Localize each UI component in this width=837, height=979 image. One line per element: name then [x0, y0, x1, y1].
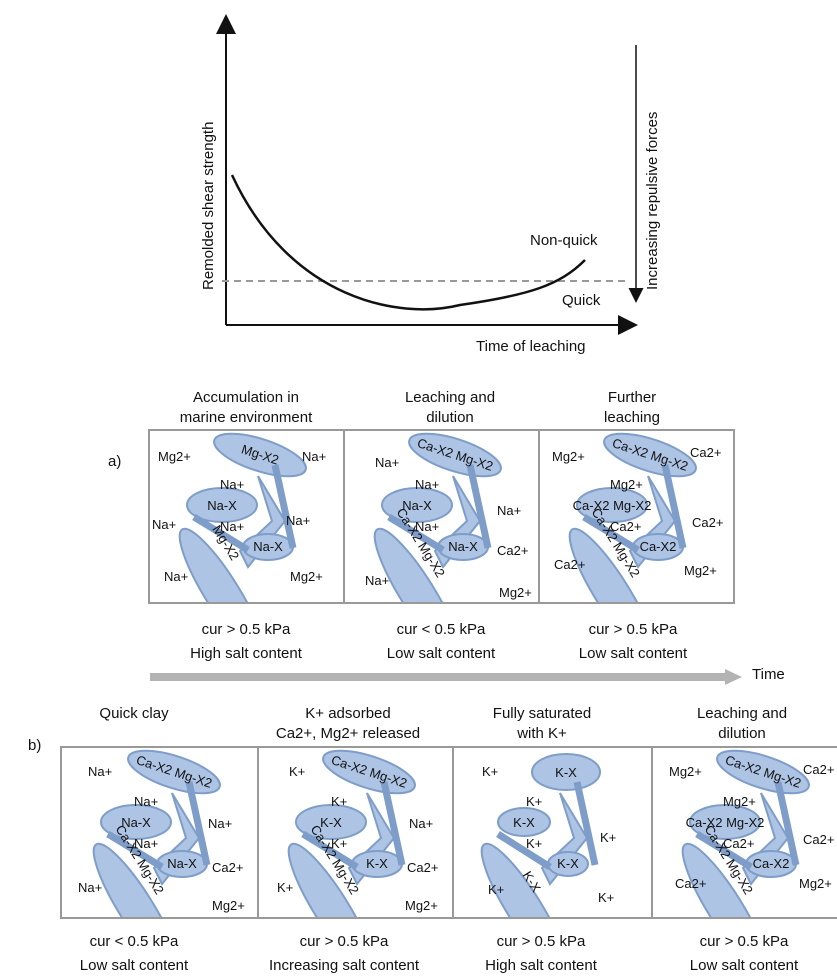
x-axis-label: Time of leaching: [476, 338, 586, 355]
ion-label: K+: [277, 880, 293, 895]
panel-b1: Ca-X2 Mg-X2 Na-X Na-X Ca-X2 Mg-X2 Na+ Na…: [60, 746, 259, 974]
ion-label: K+: [598, 890, 614, 905]
ellipse-right-label: Na-X: [253, 539, 283, 554]
ellipse-right-label: Na-X: [448, 539, 478, 554]
ion-label: Mg2+: [499, 585, 532, 600]
panel-a1: Mg-X2 Na-X Na-X Mg-X2 Na+ Na+ Mg2+ Na+ N…: [148, 429, 345, 659]
ellipse-mid-label: Ca-X2 Mg-X2: [573, 498, 652, 513]
time-arrow: [150, 669, 742, 685]
ellipse-right-label: K-X: [366, 856, 388, 871]
inner-ion: Na+: [134, 836, 158, 851]
ion-label: K+: [289, 764, 305, 779]
inner-ion: Na+: [415, 519, 439, 534]
ion-label: Na+: [88, 764, 112, 779]
ellipse-mid-label: Na-X: [207, 498, 237, 513]
inner-ion: K+: [331, 836, 347, 851]
ion-label: Na+: [208, 816, 232, 831]
inner-ion: K+: [526, 794, 542, 809]
ion-label: Ca2+: [803, 832, 834, 847]
row-b-tag: b): [28, 737, 42, 754]
ion-label: Ca2+: [692, 515, 723, 530]
ion-label: Ca2+: [554, 557, 585, 572]
panel-a2: Ca-X2 Mg-X2 Na-X Na-X Ca-X2 Mg-X2 Na+ Na…: [343, 429, 540, 659]
quick-label: Quick: [562, 292, 601, 309]
ion-label: Mg2+: [684, 563, 717, 578]
ion-label: Na+: [375, 455, 399, 470]
ellipse-right-label: K-X: [557, 856, 579, 871]
ion-label: Ca2+: [212, 860, 243, 875]
chart-axes: [216, 14, 644, 335]
row-a-tag: a): [108, 453, 122, 470]
ion-label: Ca2+: [407, 860, 438, 875]
shear-strength-curve: [230, 174, 586, 311]
inner-ion: K+: [331, 794, 347, 809]
ion-label: Ca2+: [497, 543, 528, 558]
ion-label: Na+: [152, 517, 176, 532]
non-quick-label: Non-quick: [530, 232, 598, 249]
inner-ion: Na+: [134, 794, 158, 809]
panel-b3: K-X K-X K-X K-X K+ K+ K+ K+ K+ K+: [452, 746, 653, 974]
ellipse-top-label: K-X: [555, 765, 577, 780]
ion-label: Mg2+: [552, 449, 585, 464]
ion-label: K+: [488, 882, 504, 897]
inner-ion: Mg2+: [610, 477, 643, 492]
inner-ion: Na+: [220, 519, 244, 534]
ellipse-right-label: Ca-X2: [640, 539, 677, 554]
inner-ion: Na+: [220, 477, 244, 492]
inner-ion: Ca2+: [723, 836, 754, 851]
y-axis-label: Remolded shear strength: [200, 121, 217, 290]
inner-ion: Ca2+: [610, 519, 641, 534]
panel-b4: Ca-X2 Mg-X2 Ca-X2 Mg-X2 Ca-X2 Ca-X2 Mg-X…: [651, 746, 837, 974]
right-axis-label: Increasing repulsive forces: [644, 111, 661, 290]
panel-a3: Ca-X2 Mg-X2 Ca-X2 Mg-X2 Ca-X2 Ca-X2 Mg-X…: [538, 429, 735, 659]
ion-label: Mg2+: [158, 449, 191, 464]
ellipse-right-label: Na-X: [167, 856, 197, 871]
panel-b2: Ca-X2 Mg-X2 K-X K-X Ca-X2 Mg-X2 K+ K+ K+…: [257, 746, 454, 974]
ellipse-mid-label: Na-X: [402, 498, 432, 513]
ion-label: K+: [600, 830, 616, 845]
ellipse-mid-label: K-X: [320, 815, 342, 830]
ion-label: Na+: [497, 503, 521, 518]
ellipse-mid-label: K-X: [513, 815, 535, 830]
ellipse-mid-label: Na-X: [121, 815, 151, 830]
ion-label: Mg2+: [212, 898, 245, 913]
inner-ion: Na+: [415, 477, 439, 492]
ion-label: Mg2+: [669, 764, 702, 779]
ion-label: Mg2+: [405, 898, 438, 913]
panel-b1-title: Quick clay: [99, 705, 169, 722]
inner-ion: K+: [526, 836, 542, 851]
time-label: Time: [752, 666, 785, 683]
ion-label: Na+: [78, 880, 102, 895]
ion-label: K+: [482, 764, 498, 779]
ion-label: Na+: [286, 513, 310, 528]
ion-label: Na+: [409, 816, 433, 831]
ion-label: Na+: [164, 569, 188, 584]
ion-label: Ca2+: [690, 445, 721, 460]
ion-label: Ca2+: [803, 762, 834, 777]
ellipse-right-label: Ca-X2: [753, 856, 790, 871]
inner-ion: Mg2+: [723, 794, 756, 809]
ellipse-mid-label: Ca-X2 Mg-X2: [686, 815, 765, 830]
ion-label: Mg2+: [290, 569, 323, 584]
ion-label: Na+: [365, 573, 389, 588]
ion-label: Ca2+: [675, 876, 706, 891]
ion-label: Na+: [302, 449, 326, 464]
ion-label: Mg2+: [799, 876, 832, 891]
